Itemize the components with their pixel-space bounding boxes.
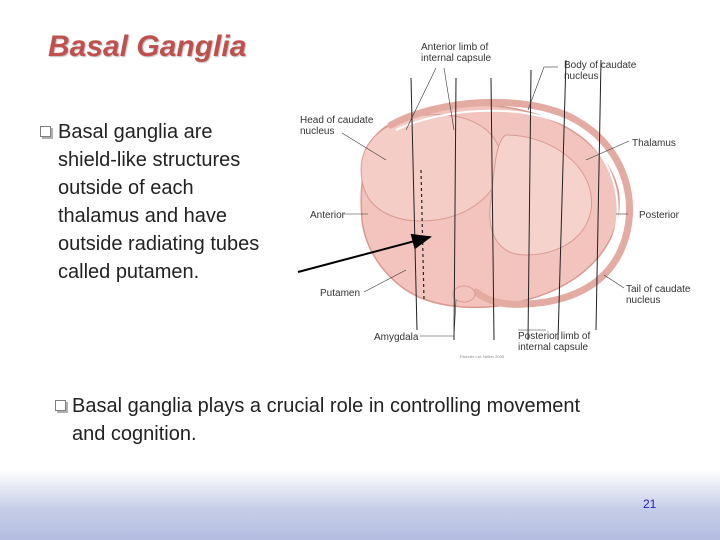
bullet-2-line: Basal ganglia plays a crucial role in co… xyxy=(72,395,581,417)
amygdala-shape xyxy=(452,285,476,303)
label-head-caudate: Head of caudate xyxy=(300,115,374,126)
slide-title: Basal Ganglia xyxy=(48,30,247,63)
label-thalamus: Thalamus xyxy=(632,138,676,149)
page-number: 21 xyxy=(643,497,657,511)
bullet-1-line: Basal ganglia are xyxy=(58,121,213,143)
basal-ganglia-diagram: Anterior limb of internal capsule Body o… xyxy=(296,30,720,370)
label-putamen: Putamen xyxy=(320,288,360,299)
label-body-caudate: Body of caudate xyxy=(564,60,637,71)
bullet-1-line: outside of each xyxy=(58,177,194,199)
bullet-1-line: called putamen. xyxy=(58,261,200,283)
label-amygdala: Amygdala xyxy=(374,332,419,343)
bullet-marker xyxy=(55,400,66,411)
label-body-caudate-2: nucleus xyxy=(564,71,598,82)
label-anterior-limb-2: internal capsule xyxy=(421,53,491,64)
label-anterior: Anterior xyxy=(310,210,346,221)
label-posterior-limb-2: internal capsule xyxy=(518,342,588,353)
label-anterior-limb: Anterior limb of xyxy=(421,42,488,53)
bullet-text-2: Basal ganglia plays a crucial role in co… xyxy=(72,392,580,448)
caudate-tail xyxy=(387,98,634,308)
label-tail-caudate-2: nucleus xyxy=(626,295,660,306)
bullet-2-line: and cognition. xyxy=(72,423,197,445)
figure-credit: Elsevier Ltd. Netter 2005 xyxy=(460,354,505,359)
label-posterior: Posterior xyxy=(639,210,680,221)
bullet-1-line: thalamus and have xyxy=(58,205,228,227)
label-tail-caudate: Tail of caudate xyxy=(626,284,691,295)
bullet-text-1: Basal ganglia are shield-like structures… xyxy=(58,118,259,286)
bullet-1-line: outside radiating tubes xyxy=(58,233,260,255)
bullet-1-line: shield-like structures xyxy=(58,149,241,171)
label-posterior-limb: Posterior limb of xyxy=(518,331,590,342)
footer-band xyxy=(0,470,720,540)
bullet-marker xyxy=(40,126,51,137)
label-head-caudate-2: nucleus xyxy=(300,126,334,137)
